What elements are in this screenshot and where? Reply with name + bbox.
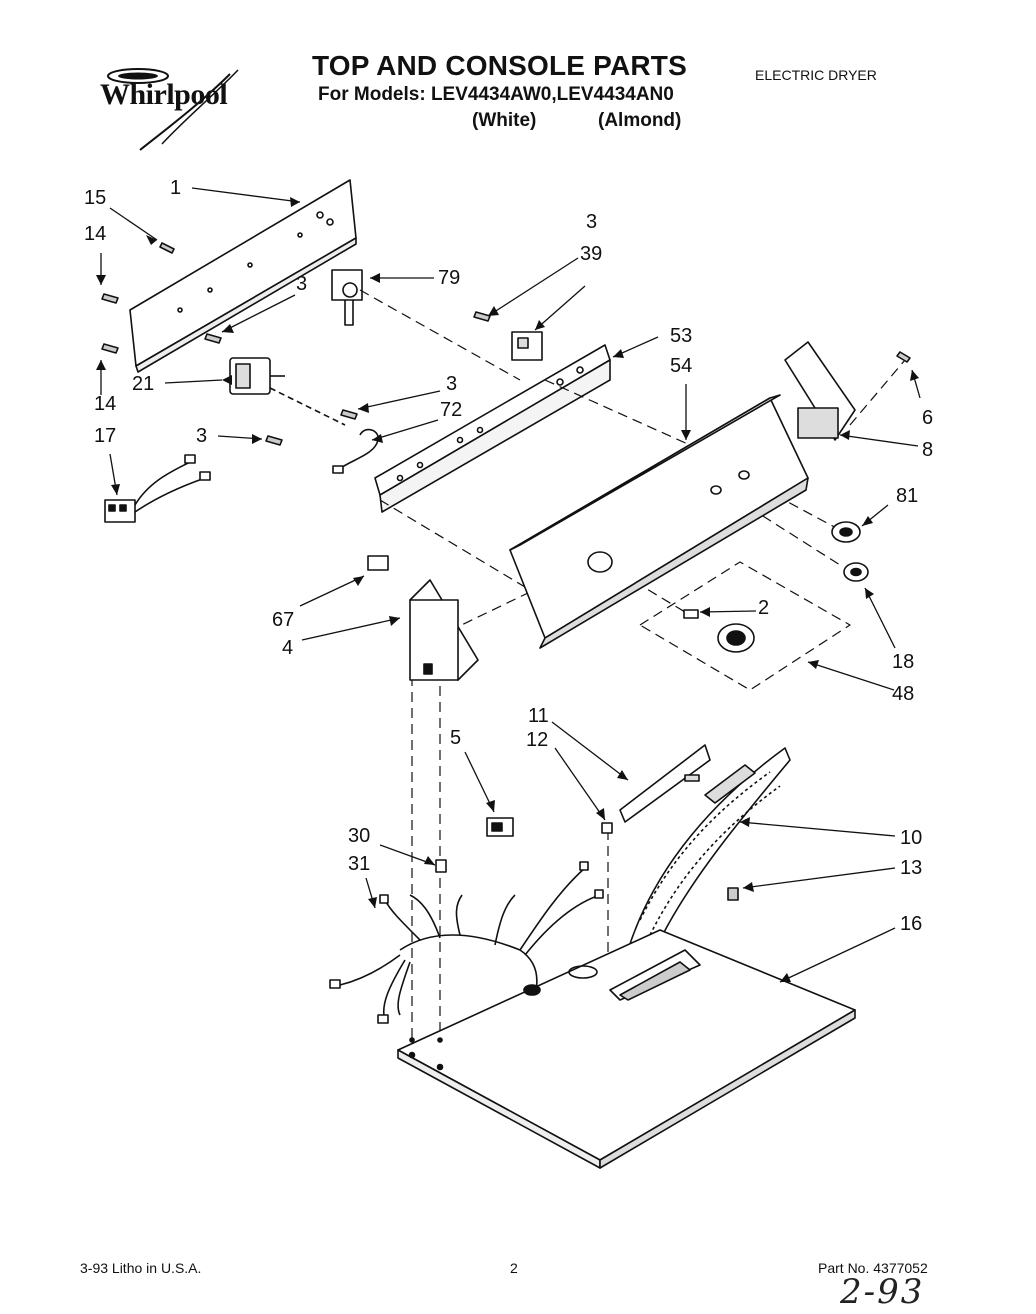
part-12-clip	[601, 822, 613, 834]
callout-4: 4	[282, 637, 293, 659]
callout-79: 79	[438, 267, 460, 289]
part-1-control-panel-plate	[129, 179, 357, 373]
callout-3-mid: 3	[446, 373, 457, 395]
part-54-console-housing	[509, 394, 809, 649]
part-8-end-cap	[784, 341, 856, 441]
callout-3-left: 3	[296, 273, 307, 295]
screw-3-low	[265, 435, 283, 446]
callout-11: 11	[528, 705, 549, 727]
screw-13	[727, 887, 739, 901]
part-48-timer-knob	[717, 623, 755, 653]
screw-6	[896, 351, 911, 363]
part-10-lint-screen	[627, 747, 791, 951]
screw-14-lower	[101, 343, 119, 354]
screw-3-left	[204, 333, 222, 344]
screw-3-mid	[340, 409, 358, 420]
variant-almond: (Almond)	[598, 110, 682, 131]
handwritten-date-note: 2-93	[840, 1272, 925, 1312]
callout-6: 6	[922, 407, 933, 429]
callout-16: 16	[900, 913, 922, 935]
screw-15	[159, 242, 175, 254]
callout-21: 21	[132, 373, 154, 395]
part-21-timer	[229, 357, 346, 426]
screw-3-upper-right	[473, 311, 491, 322]
callout-13: 13	[900, 857, 922, 879]
whirlpool-logo	[107, 68, 239, 151]
part-31-wiring-harness	[329, 861, 604, 1024]
callout-3-low: 3	[196, 425, 207, 447]
callout-arrowheads	[96, 197, 919, 982]
part-18-knob	[843, 562, 869, 582]
part-67-clip	[367, 555, 389, 571]
callout-2: 2	[758, 597, 769, 619]
callout-14-upper: 14	[84, 223, 106, 245]
part-17-harness-connector	[104, 454, 211, 523]
callout-53: 53	[670, 325, 692, 347]
footer-part-number: Part No. 4377052	[818, 1260, 928, 1276]
callout-81: 81	[896, 485, 918, 507]
part-2-clip	[683, 609, 699, 619]
part-72-wire	[332, 428, 379, 474]
callout-18: 18	[892, 651, 914, 673]
callout-14-lower: 14	[94, 393, 116, 415]
callout-39: 39	[580, 243, 602, 265]
models-line: For Models: LEV4434AW0,LEV4434AN0	[318, 84, 674, 105]
footer-print-info: 3-93 Litho in U.S.A.	[80, 1260, 202, 1276]
callout-3-right: 3	[586, 211, 597, 233]
callout-12: 12	[526, 729, 548, 751]
screw-14-upper	[101, 293, 119, 304]
variant-white: (White)	[472, 110, 537, 131]
callout-17: 17	[94, 425, 116, 447]
callout-48: 48	[892, 683, 914, 705]
part-4-end-cap-left	[409, 579, 479, 681]
brand-wordmark: Whirlpool	[100, 78, 228, 111]
callout-8: 8	[922, 439, 933, 461]
part-79-switch	[331, 269, 363, 326]
product-type: ELECTRIC DRYER	[755, 67, 877, 83]
callout-54: 54	[670, 355, 692, 377]
part-81-knob	[831, 521, 861, 543]
footer-page-number: 2	[510, 1260, 518, 1276]
part-16-top-panel	[397, 929, 856, 1169]
callout-5: 5	[450, 727, 461, 749]
callout-labels: 1 15 14 14 3 21 17 3 3 72 79 3 39 53 54 …	[84, 177, 933, 935]
part-5-switch	[486, 817, 514, 837]
part-11-filter-cover	[619, 744, 711, 823]
part-30-clip	[435, 859, 447, 873]
callout-31: 31	[348, 853, 370, 875]
callout-30: 30	[348, 825, 370, 847]
page-title: TOP AND CONSOLE PARTS	[312, 50, 687, 81]
part-39-switch	[511, 331, 543, 361]
callout-72: 72	[440, 399, 462, 421]
callout-1: 1	[170, 177, 181, 199]
callout-15: 15	[84, 187, 106, 209]
callout-10: 10	[900, 827, 922, 849]
callout-67: 67	[272, 609, 294, 631]
